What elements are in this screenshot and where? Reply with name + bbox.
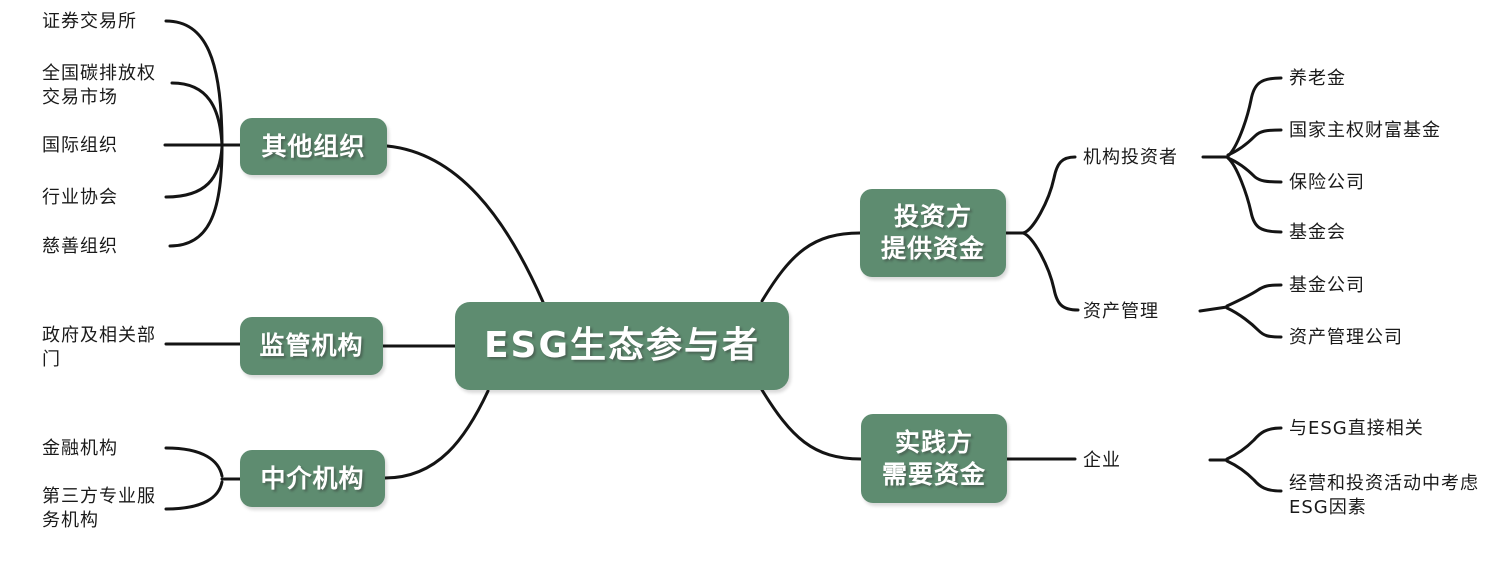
edge-other-orgs-root	[385, 144, 545, 304]
node-charity-orgs[interactable]: 慈善组织	[42, 236, 118, 257]
edge-institutional-insurance	[1226, 156, 1283, 184]
edge-intermediaries-root	[383, 389, 490, 480]
node-fund-company[interactable]: 基金公司	[1289, 275, 1365, 296]
edge-investors-institutional	[1021, 155, 1077, 235]
central-topic[interactable]: ESG生态参与者	[455, 302, 789, 390]
node-esg-factors-in-operations[interactable]: 经营和投资活动中考虑 ESG因素	[1289, 473, 1479, 518]
edge-carbon-market-other-orgs	[170, 81, 224, 147]
edge-enterprise-esgfactors	[1225, 459, 1283, 493]
node-insurance-company[interactable]: 保险公司	[1289, 172, 1365, 193]
node-stock-exchange[interactable]: 证券交易所	[42, 11, 137, 32]
edge-institutional-sovereign	[1226, 128, 1283, 157]
edge-institutional-foundation	[1226, 156, 1283, 234]
node-other-organizations[interactable]: 其他组织	[240, 118, 387, 175]
edge-industry-assoc-other-orgs	[164, 145, 224, 199]
edge-enterprise-esgrelated	[1225, 426, 1283, 461]
node-government-depts[interactable]: 政府及相关部 门	[42, 325, 156, 370]
edge-assetmgmt-fundco	[1225, 283, 1283, 308]
node-regulators[interactable]: 监管机构	[240, 317, 383, 375]
edge-root-practitioners	[760, 388, 863, 461]
edge-investors-assetmgmt	[1021, 231, 1080, 312]
edge-root-investors	[760, 231, 862, 303]
node-industry-associations[interactable]: 行业协会	[42, 187, 118, 208]
node-third-party-services[interactable]: 第三方专业服 务机构	[42, 486, 156, 531]
node-intermediaries[interactable]: 中介机构	[240, 450, 385, 507]
node-asset-management-company[interactable]: 资产管理公司	[1289, 327, 1403, 348]
edge-institutional-pension	[1226, 76, 1283, 158]
node-investors[interactable]: 投资方 提供资金	[860, 189, 1006, 277]
node-financial-institutions[interactable]: 金融机构	[42, 438, 118, 459]
edge-stock-exchange-other-orgs	[164, 19, 224, 147]
node-pension-fund[interactable]: 养老金	[1289, 68, 1346, 89]
node-institutional-investors[interactable]: 机构投资者	[1083, 147, 1178, 168]
node-practitioners[interactable]: 实践方 需要资金	[861, 414, 1007, 503]
node-enterprise[interactable]: 企业	[1083, 450, 1121, 471]
node-sovereign-wealth-fund[interactable]: 国家主权财富基金	[1289, 120, 1441, 141]
edge-financial-intermediaries	[164, 446, 224, 478]
edge-charity-other-orgs	[168, 145, 224, 248]
edge-assetmgmt-stub	[1198, 305, 1229, 313]
edge-thirdparty-intermediaries	[164, 480, 224, 511]
node-foundation[interactable]: 基金会	[1289, 222, 1346, 243]
edge-assetmgmt-amco	[1225, 306, 1283, 339]
node-international-orgs[interactable]: 国际组织	[42, 135, 118, 156]
node-carbon-market[interactable]: 全国碳排放权 交易市场	[42, 63, 156, 108]
node-asset-management[interactable]: 资产管理	[1083, 301, 1159, 322]
node-esg-directly-related[interactable]: 与ESG直接相关	[1289, 418, 1424, 439]
